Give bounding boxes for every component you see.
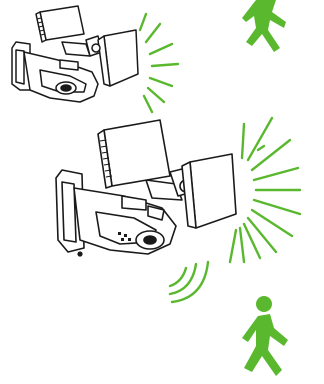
light-rays-icon — [230, 118, 300, 262]
motion-waves-icon — [170, 262, 208, 302]
floodlight-icon — [12, 6, 138, 102]
person-walking-icon — [242, 296, 288, 376]
light-rays-icon — [140, 14, 178, 112]
floodlight-icon — [56, 120, 236, 256]
person-walking-icon — [242, 0, 286, 52]
